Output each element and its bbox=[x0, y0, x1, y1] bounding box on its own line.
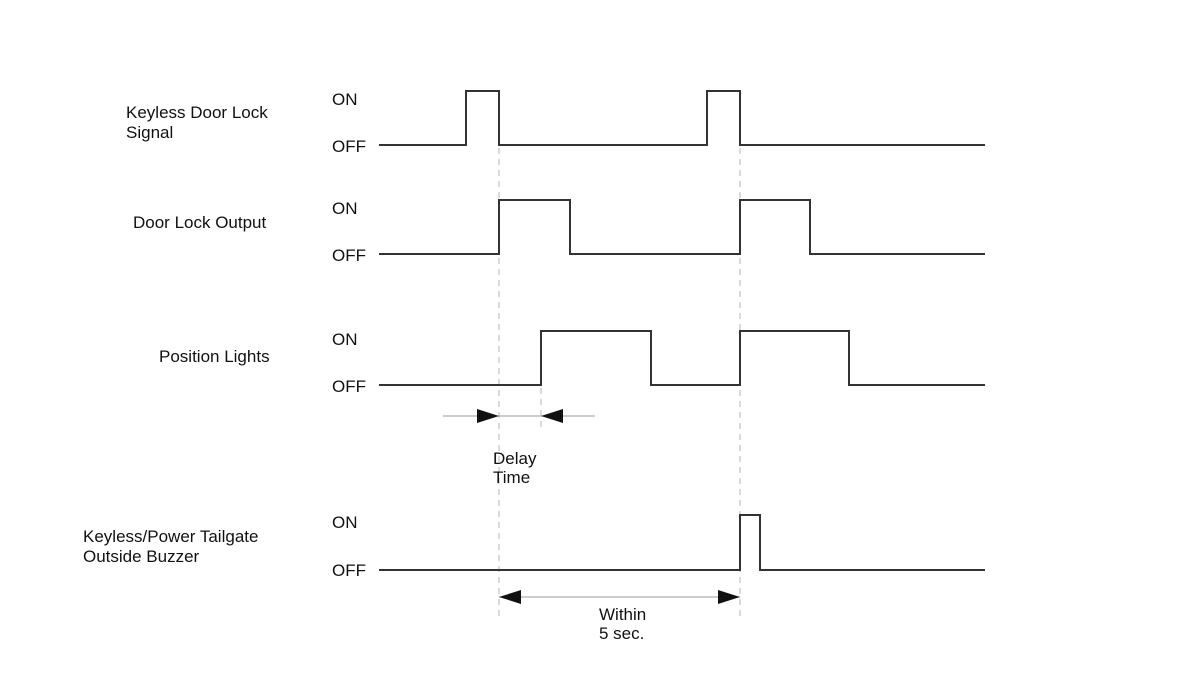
signal-label-line2: Signal bbox=[126, 123, 173, 142]
on-label: ON bbox=[332, 513, 358, 532]
waveform-door-lock-output bbox=[379, 199, 985, 255]
on-label: ON bbox=[332, 90, 358, 109]
within-label-line1: Within bbox=[599, 605, 646, 624]
signal-label-line2: Outside Buzzer bbox=[83, 547, 200, 566]
row-door-lock-output: Door Lock Output ON OFF bbox=[133, 199, 985, 265]
row-keyless-door-lock-signal: Keyless Door Lock Signal ON OFF bbox=[126, 90, 985, 156]
arrow-right-icon bbox=[477, 409, 499, 423]
off-label: OFF bbox=[332, 377, 366, 396]
arrow-left-icon bbox=[541, 409, 563, 423]
arrow-right-icon bbox=[718, 590, 740, 604]
delay-time-label-line2: Time bbox=[493, 468, 530, 487]
waveform-outside-buzzer bbox=[379, 514, 985, 571]
off-label: OFF bbox=[332, 561, 366, 580]
delay-time-dimension: Delay Time bbox=[443, 409, 595, 487]
row-outside-buzzer: Keyless/Power Tailgate Outside Buzzer ON… bbox=[83, 513, 985, 580]
within-label-line2: 5 sec. bbox=[599, 624, 644, 643]
signal-label-line1: Keyless Door Lock bbox=[126, 103, 268, 122]
waveform-position-lights bbox=[379, 330, 985, 386]
off-label: OFF bbox=[332, 137, 366, 156]
signal-label-line1: Keyless/Power Tailgate bbox=[83, 527, 258, 546]
arrow-left-icon bbox=[499, 590, 521, 604]
delay-time-label-line1: Delay bbox=[493, 449, 537, 468]
off-label: OFF bbox=[332, 246, 366, 265]
row-position-lights: Position Lights ON OFF bbox=[159, 330, 985, 396]
on-label: ON bbox=[332, 330, 358, 349]
signal-label-line1: Door Lock Output bbox=[133, 213, 267, 232]
waveform-keyless-door-lock-signal bbox=[379, 90, 985, 146]
on-label: ON bbox=[332, 199, 358, 218]
signal-label-line1: Position Lights bbox=[159, 347, 270, 366]
within-time-dimension: Within 5 sec. bbox=[499, 590, 740, 643]
